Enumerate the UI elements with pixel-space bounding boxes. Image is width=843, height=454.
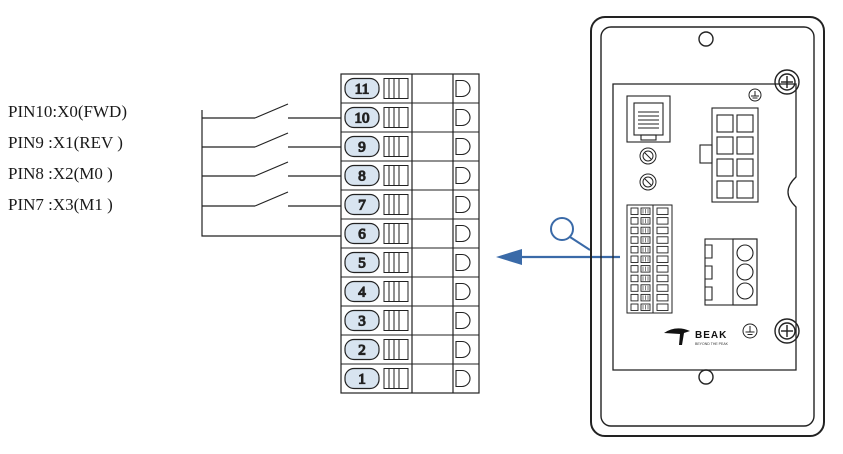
terminal-8: 8 bbox=[341, 160, 479, 187]
pin-label-pin10: PIN10:X0(FWD) bbox=[8, 102, 127, 121]
switch-x0 bbox=[202, 103, 346, 119]
screw-icon bbox=[774, 318, 800, 344]
switch-wiring bbox=[201, 103, 346, 237]
terminal-3: 3 bbox=[341, 305, 479, 332]
terminal-4: 4 bbox=[341, 276, 479, 303]
terminal-number-pill bbox=[344, 164, 380, 187]
terminal-rows: 11 10 9 8 7 6 5 4 3 2 1 bbox=[341, 77, 479, 390]
switch-x3 bbox=[202, 191, 346, 207]
common-wire bbox=[201, 110, 346, 237]
terminal-10: 10 bbox=[341, 102, 479, 129]
terminal-number: 8 bbox=[358, 169, 366, 185]
magnifier-icon bbox=[550, 217, 591, 251]
terminal-6: 6 bbox=[341, 218, 479, 245]
terminal-number-pill bbox=[344, 222, 380, 245]
device-io-terminal bbox=[626, 204, 673, 314]
terminal-2: 2 bbox=[341, 334, 479, 361]
terminal-number-pill bbox=[344, 280, 380, 303]
switch-x2 bbox=[202, 161, 346, 177]
terminal-number: 11 bbox=[355, 82, 369, 98]
beak-logo-icon: BEAK BEYOND THE PEAK bbox=[664, 328, 729, 346]
terminal-number: 3 bbox=[358, 314, 366, 330]
terminal-number-pill bbox=[344, 338, 380, 361]
ground-icon bbox=[742, 323, 758, 339]
device-inner-frame bbox=[600, 26, 815, 427]
terminal-11: 11 bbox=[344, 77, 471, 100]
terminal-number-pill bbox=[344, 367, 380, 390]
rotary-switch bbox=[639, 173, 657, 191]
device-face bbox=[612, 83, 797, 371]
terminal-number: 2 bbox=[358, 343, 366, 359]
terminal-number: 1 bbox=[358, 372, 366, 388]
switch-x1 bbox=[202, 132, 346, 148]
mount-hole-top bbox=[698, 31, 714, 47]
mount-hole-bottom bbox=[698, 369, 714, 385]
terminal-1: 1 bbox=[341, 363, 479, 390]
terminal-number-pill bbox=[344, 309, 380, 332]
terminal-number: 7 bbox=[358, 198, 366, 214]
terminal-number-pill bbox=[344, 77, 380, 100]
terminal-number: 10 bbox=[355, 111, 370, 127]
terminal-number-pill bbox=[344, 193, 380, 216]
brand-name: BEAK bbox=[695, 330, 727, 341]
terminal-7: 7 bbox=[341, 189, 479, 216]
terminal-number-pill bbox=[344, 251, 380, 274]
terminal-number: 5 bbox=[358, 256, 366, 272]
terminal-number: 4 bbox=[358, 285, 366, 301]
terminal-number-pill bbox=[344, 106, 380, 129]
pin-label-pin9: PIN9 :X1(REV ) bbox=[8, 133, 123, 152]
rj45-port bbox=[626, 95, 671, 143]
rotary-switch bbox=[639, 147, 657, 165]
brand-tagline: BEYOND THE PEAK bbox=[695, 342, 729, 346]
terminal-5: 5 bbox=[341, 247, 479, 274]
pointer-arrow bbox=[496, 249, 620, 265]
screw-icon bbox=[774, 69, 800, 95]
terminal-9: 9 bbox=[341, 131, 479, 158]
device-outer-frame bbox=[590, 16, 825, 437]
terminal-block: 11 10 9 8 7 6 5 4 3 2 1 bbox=[340, 73, 480, 394]
pin-label-group: PIN10:X0(FWD) PIN9 :X1(REV ) PIN8 :X2(M0… bbox=[8, 102, 127, 214]
terminal-number-pill bbox=[344, 135, 380, 158]
pin-label-pin7: PIN7 :X3(M1 ) bbox=[8, 195, 113, 214]
device-panel bbox=[590, 16, 825, 437]
terminal-number: 9 bbox=[358, 140, 366, 156]
pin-label-pin8: PIN8 :X2(M0 ) bbox=[8, 164, 113, 183]
three-pin-connector bbox=[704, 238, 758, 306]
ground-icon bbox=[748, 88, 762, 102]
terminal-number: 6 bbox=[358, 227, 366, 243]
power-connector bbox=[699, 107, 759, 203]
